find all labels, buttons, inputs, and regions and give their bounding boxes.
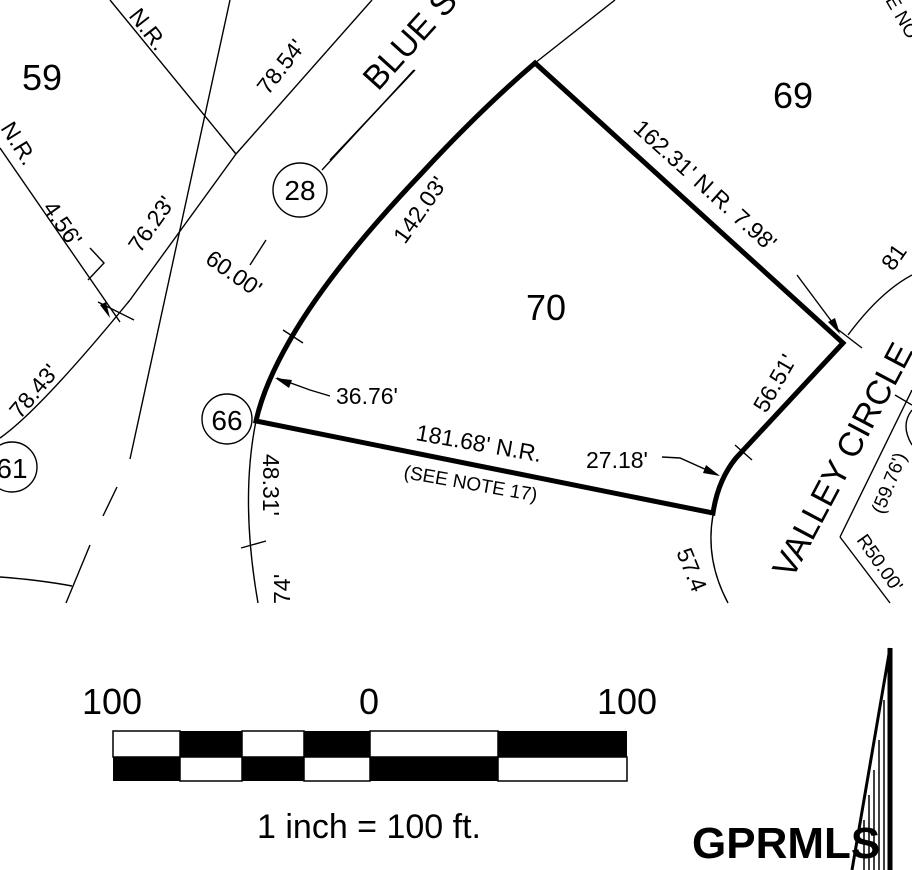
dim-74: 74' xyxy=(269,574,295,604)
lot-59-label: 59 xyxy=(22,57,62,98)
dim-59-76: (59.76') xyxy=(868,450,911,517)
dim-56-51: 56.51' xyxy=(748,350,801,417)
dim-78-43: 78.43' xyxy=(4,359,64,423)
logo-text: GPRMLS xyxy=(692,819,880,868)
dim-48-31: 48.31' xyxy=(258,454,284,516)
dim-nr-left: N.R. xyxy=(0,117,42,170)
lot-70-boundary xyxy=(253,59,847,516)
dimension-arrows xyxy=(100,302,840,476)
circled-id-28: 28 xyxy=(272,162,328,218)
lot-69-label: 69 xyxy=(773,75,813,116)
circled-id-61: 61 xyxy=(0,441,38,493)
dim-78-54: 78.54' xyxy=(251,34,310,99)
gprmls-logo: GPRMLS xyxy=(692,647,893,870)
dim-162-31: 162.31' N.R. 7.98' xyxy=(629,114,782,256)
logo-spire-icon xyxy=(850,647,893,870)
dim-note-17: (SEE NOTE 17) xyxy=(402,462,539,506)
dim-181-68: 181.68' N.R. xyxy=(414,419,544,467)
scale-right-label: 100 xyxy=(597,681,657,722)
dim-142-03: 142.03' xyxy=(388,172,452,248)
dim-36-76: 36.76' xyxy=(336,383,398,409)
circled-id-66: 66 xyxy=(201,393,253,445)
dim-27-18: 27.18' xyxy=(586,447,648,473)
street-blue: BLUE S xyxy=(356,0,465,97)
dim-81: 81 xyxy=(876,239,912,275)
dim-4-56: 4.56' xyxy=(38,196,87,251)
dim-see-note-partial: E NO xyxy=(881,0,912,43)
lot-70-label: 70 xyxy=(526,287,566,328)
dim-nr-top: N.R. xyxy=(124,3,173,55)
svg-text:28: 28 xyxy=(284,175,315,206)
scale-bar: 100 0 100 1 inch = 100 ft. xyxy=(82,681,657,846)
lot-lines xyxy=(0,0,912,604)
scale-left-label: 100 xyxy=(82,681,142,722)
dim-57-4: 57.4 xyxy=(671,544,712,595)
scale-center-label: 0 xyxy=(359,681,379,722)
scale-caption: 1 inch = 100 ft. xyxy=(257,808,481,846)
svg-text:66: 66 xyxy=(211,405,242,436)
dim-76-23: 76.23' xyxy=(123,191,180,257)
svg-text:61: 61 xyxy=(0,453,28,484)
